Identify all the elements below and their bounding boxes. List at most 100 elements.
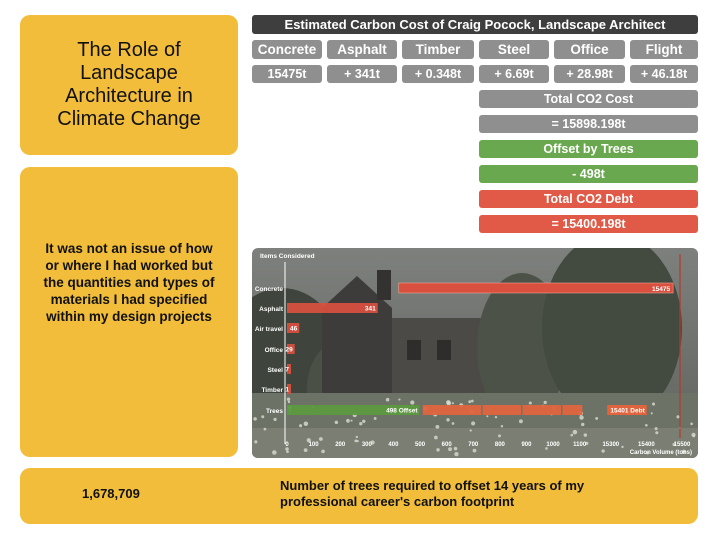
photo-flower-dot [355, 435, 359, 439]
photo-flower-dot [410, 400, 415, 405]
material-label-concrete: Concrete [252, 40, 322, 59]
photo-flower-dot [263, 427, 267, 431]
photo-flower-dot [253, 417, 257, 421]
footer-panel: 1,678,709 Number of trees required to of… [20, 468, 698, 524]
chart-y-axis-label: Items Considered [260, 253, 315, 260]
photo-flower-dot [299, 424, 303, 428]
photo-flower-dot [692, 435, 695, 438]
photo-flower-dot [572, 429, 578, 435]
photo-flower-dot [469, 429, 472, 432]
chart-x-tick-label: 1000 [546, 442, 560, 448]
photo-flower-dot [500, 425, 504, 428]
total-cost-label: Total CO2 Cost [479, 90, 698, 108]
chart-x-axis-label: Carbon Volume (tons) [630, 450, 692, 456]
chart-value-label: 29 [285, 347, 293, 354]
chart-debt-segment [482, 405, 522, 415]
photo-flower-dot [350, 419, 353, 422]
photo-flower-dot [518, 419, 523, 424]
chart-debt-segment [522, 405, 562, 415]
description-text: It was not an issue of how or where I ha… [43, 240, 215, 324]
offset-value: - 498t [479, 165, 698, 183]
description-panel: It was not an issue of how or where I ha… [20, 167, 238, 457]
photo-flower-dot [690, 422, 693, 426]
material-label-timber: Timber [402, 40, 474, 59]
photo-flower-dot [434, 435, 438, 440]
chart-bar-concrete [398, 282, 674, 294]
photo-flower-dot [451, 422, 455, 425]
photo-flower-dot [654, 427, 658, 431]
photo-window-2 [437, 340, 451, 360]
tree-count: 1,678,709 [82, 486, 140, 501]
chart-category-label: Concrete [255, 286, 284, 293]
photo-flower-dot [585, 441, 589, 446]
photo-flower-dot [435, 424, 440, 429]
chart-value-label: 341 [365, 306, 376, 313]
photo-flower-dot [306, 438, 311, 443]
photo-flower-dot [453, 446, 458, 451]
chart-x-tick-label: 100 [309, 442, 320, 448]
photo-window-1 [407, 340, 421, 360]
material-label-asphalt: Asphalt [327, 40, 397, 59]
chart-debt-bar [607, 405, 647, 415]
photo-flower-dot [543, 400, 547, 405]
photo-flower-dot [583, 433, 588, 437]
photo-flower-dot [373, 417, 377, 420]
photo-flower-dot [254, 440, 258, 444]
chart-value-label: 15475 [652, 286, 670, 293]
chart-x-tick-label: 15400 [638, 442, 655, 448]
photo-flower-dot [468, 400, 472, 404]
photo-flower-dot [318, 437, 323, 441]
photo-flower-dot [286, 450, 289, 454]
photo-flower-dot [651, 402, 656, 406]
photo-flower-dot [494, 415, 498, 419]
photo-flower-dot [272, 450, 277, 455]
photo-flower-dot [470, 399, 474, 403]
debt-value: = 15400.198t [479, 215, 698, 233]
chart-x-tick-label: 300 [362, 442, 373, 448]
photo-flower-dot [655, 431, 659, 435]
photo-flower-dot [446, 400, 451, 405]
photo-meadow-fore [252, 428, 698, 458]
chart-category-label: Steel [267, 367, 283, 374]
chart-value-label: 46 [290, 326, 298, 333]
photo-flower-dot [486, 415, 489, 418]
photo-flower-dot [528, 401, 532, 405]
chart-value-label: 498 Offset [386, 408, 418, 415]
chart-category-label: Timber [261, 387, 283, 394]
photo-flower-dot [621, 445, 624, 449]
chart-bar-trees [287, 405, 420, 415]
photo-flower-dot [471, 421, 476, 426]
chart-x-tick-label: 15500 [674, 442, 691, 448]
chart-category-label: Air travel [255, 326, 283, 333]
chart-value-label: 1 [285, 387, 289, 394]
material-label-office: Office [554, 40, 625, 59]
photo-flower-dot [645, 423, 648, 427]
photo-flower-dot [321, 449, 325, 454]
chart-category-label: Trees [266, 408, 283, 415]
photo-flower-dot [370, 440, 375, 445]
material-value-timber: + 0.348t [402, 65, 474, 83]
photo-flower-dot [601, 449, 605, 453]
chart-bar [287, 344, 295, 354]
material-value-office: + 28.98t [554, 65, 625, 83]
photo-flower-dot [454, 451, 459, 457]
photo-flower-dot [285, 447, 289, 451]
chart-x-tick-label: 15300 [602, 442, 619, 448]
photo-flower-dot [581, 422, 585, 427]
offset-label: Offset by Trees [479, 140, 698, 158]
tree-count-note: Number of trees required to offset 14 ye… [280, 478, 585, 509]
photo-flower-dot [681, 449, 687, 454]
material-value-steel: + 6.69t [479, 65, 549, 83]
material-value-flight: + 46.18t [630, 65, 698, 83]
title-panel: The Role of Landscape Architecture in Cl… [20, 15, 238, 155]
photo-flower-dot [303, 421, 309, 427]
page-title: The Role of Landscape Architecture in Cl… [57, 39, 201, 130]
photo-flower-dot [646, 451, 650, 455]
chart-bar [287, 384, 291, 394]
debt-label: Total CO2 Debt [479, 190, 698, 208]
chart-debt-segment [422, 405, 482, 415]
photo-flower-dot [451, 402, 454, 405]
